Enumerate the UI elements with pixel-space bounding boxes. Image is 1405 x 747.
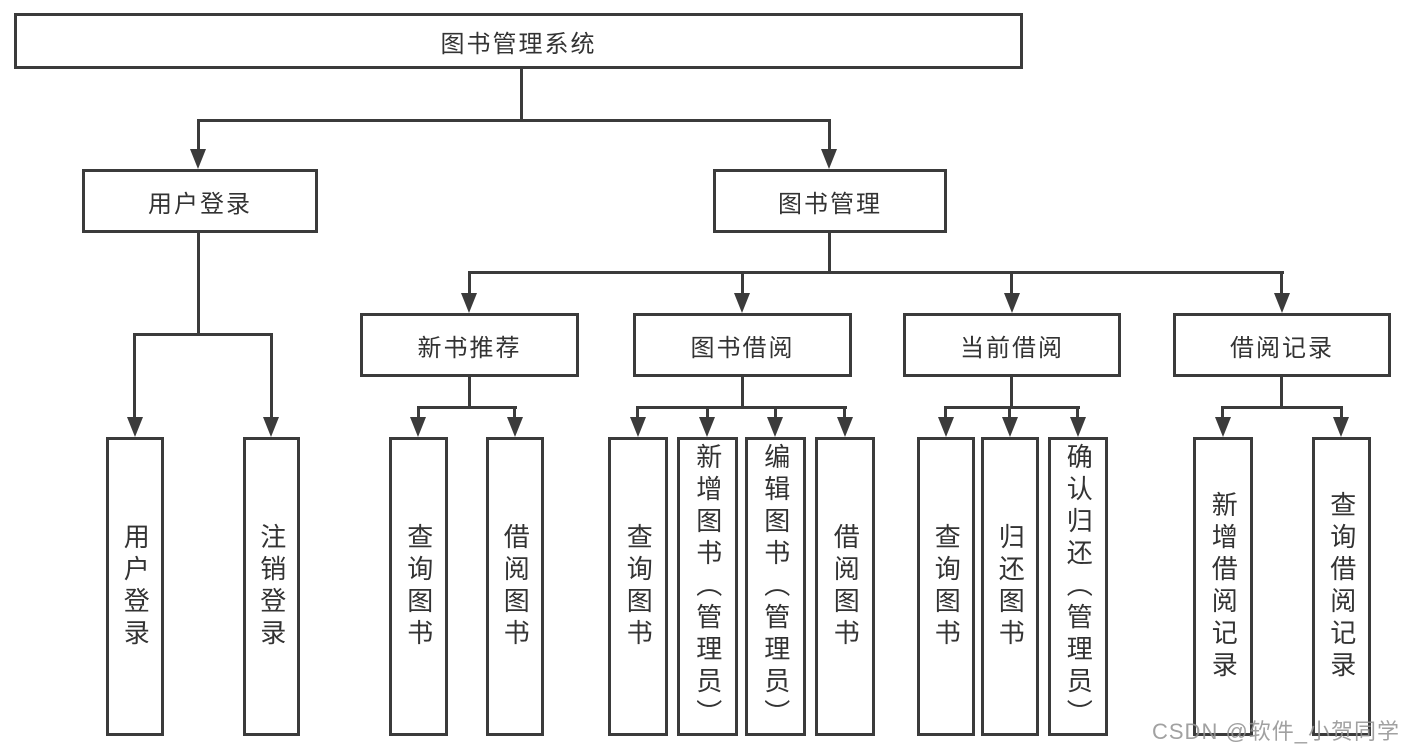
leaf-borrow-books-recommend: 借阅图书 [486,437,544,736]
connector-leaf-stem [774,406,777,418]
leaf-borrow-books-label: 借阅图书 [830,522,861,651]
leaf-user-login-label: 用户登录 [120,522,151,651]
node-root-label: 图书管理系统 [440,30,597,58]
connector-group-stub [468,377,471,406]
arrow-down-icon [821,149,837,169]
connector-leaf-stem [270,333,273,418]
node-book-borrow: 图书借阅 [633,313,852,377]
node-borrow-records: 借阅记录 [1173,313,1391,377]
node-new-book-recommend-label: 新书推荐 [417,334,522,362]
connector-leaf-stem [706,406,709,418]
leaf-query-borrow-record: 查询借阅记录 [1312,437,1371,736]
connector-group-rail [944,406,1080,409]
arrow-down-icon [1274,293,1290,313]
arrow-down-icon [1004,293,1020,313]
connector-user-login-stub [197,233,200,333]
arrow-down-icon [1070,417,1086,437]
connector-leaf-stem [1008,406,1011,418]
connector-book-mgmt-stem [828,119,831,151]
connector-leaf-stem [636,406,639,418]
arrow-down-icon [190,149,206,169]
leaf-edit-books-admin-label: 编辑图书（管理员） [760,442,791,731]
node-current-borrow: 当前借阅 [903,313,1121,377]
arrow-down-icon [938,417,954,437]
leaf-add-books-admin-label: 新增图书（管理员） [692,442,723,731]
arrow-down-icon [837,417,853,437]
leaf-add-borrow-record-label: 新增借阅记录 [1208,490,1239,683]
connector-root-stub [520,69,523,121]
leaf-return-books: 归还图书 [981,437,1039,736]
leaf-edit-books-admin: 编辑图书（管理员） [745,437,806,736]
connector-group-rail [1221,406,1343,409]
connector-leaf-stem [1340,406,1343,418]
arrow-down-icon [410,417,426,437]
arrow-down-icon [630,417,646,437]
connector-l3-stem [468,271,471,294]
leaf-query-books-borrow: 查询图书 [608,437,668,736]
connector-login-group-rail [133,333,273,336]
arrow-down-icon [767,417,783,437]
connector-leaf-stem [1221,406,1224,418]
connector-leaf-stem [513,406,516,418]
connector-group-rail [636,406,847,409]
connector-user-login-stem [197,119,200,151]
leaf-add-books-admin: 新增图书（管理员） [677,437,738,736]
node-current-borrow-label: 当前借阅 [960,334,1064,362]
connector-group-stub [741,377,744,406]
connector-leaf-stem [1076,406,1079,418]
connector-book-mgmt-stub [828,233,831,273]
arrow-down-icon [1333,417,1349,437]
connector-group-stub [1280,377,1283,406]
node-new-book-recommend: 新书推荐 [360,313,579,377]
node-book-borrow-label: 图书借阅 [690,334,795,362]
connector-l3-stem [741,271,744,294]
node-user-login-label: 用户登录 [148,190,252,218]
node-user-login: 用户登录 [82,169,318,233]
leaf-return-books-label: 归还图书 [995,522,1026,651]
connector-group-stub [1010,377,1013,406]
leaf-user-login: 用户登录 [106,437,164,736]
arrow-down-icon [1215,417,1231,437]
arrow-down-icon [1002,417,1018,437]
connector-leaf-stem [133,333,136,418]
connector-l3-stem [1280,271,1283,294]
arrow-down-icon [699,417,715,437]
connector-group-rail [417,406,517,409]
leaf-query-books-current-label: 查询图书 [931,522,962,651]
leaf-borrow-books: 借阅图书 [815,437,875,736]
leaf-confirm-return-admin: 确认归还（管理员） [1048,437,1108,736]
connector-level2-rail [197,119,831,122]
connector-l3-stem [1010,271,1013,294]
leaf-logout-label: 注销登录 [256,522,287,651]
arrow-down-icon [734,293,750,313]
connector-leaf-stem [417,406,420,418]
leaf-confirm-return-admin-label: 确认归还（管理员） [1063,442,1094,731]
leaf-borrow-books-recommend-label: 借阅图书 [500,522,531,651]
leaf-query-books-recommend: 查询图书 [389,437,448,736]
arrow-down-icon [263,417,279,437]
node-book-management: 图书管理 [713,169,947,233]
arrow-down-icon [127,417,143,437]
leaf-logout: 注销登录 [243,437,300,736]
leaf-query-books-recommend-label: 查询图书 [403,522,434,651]
leaf-add-borrow-record: 新增借阅记录 [1193,437,1253,736]
node-book-management-label: 图书管理 [778,190,882,218]
leaf-query-borrow-record-label: 查询借阅记录 [1326,490,1357,683]
node-root-system: 图书管理系统 [14,13,1023,69]
arrow-down-icon [507,417,523,437]
arrow-down-icon [461,293,477,313]
leaf-query-books-borrow-label: 查询图书 [623,522,654,651]
csdn-watermark: CSDN @软件_小贺同学 [1152,719,1401,744]
connector-level3-rail [468,271,1284,274]
node-borrow-records-label: 借阅记录 [1230,334,1334,362]
leaf-query-books-current: 查询图书 [917,437,975,736]
connector-leaf-stem [944,406,947,418]
connector-leaf-stem [843,406,846,418]
